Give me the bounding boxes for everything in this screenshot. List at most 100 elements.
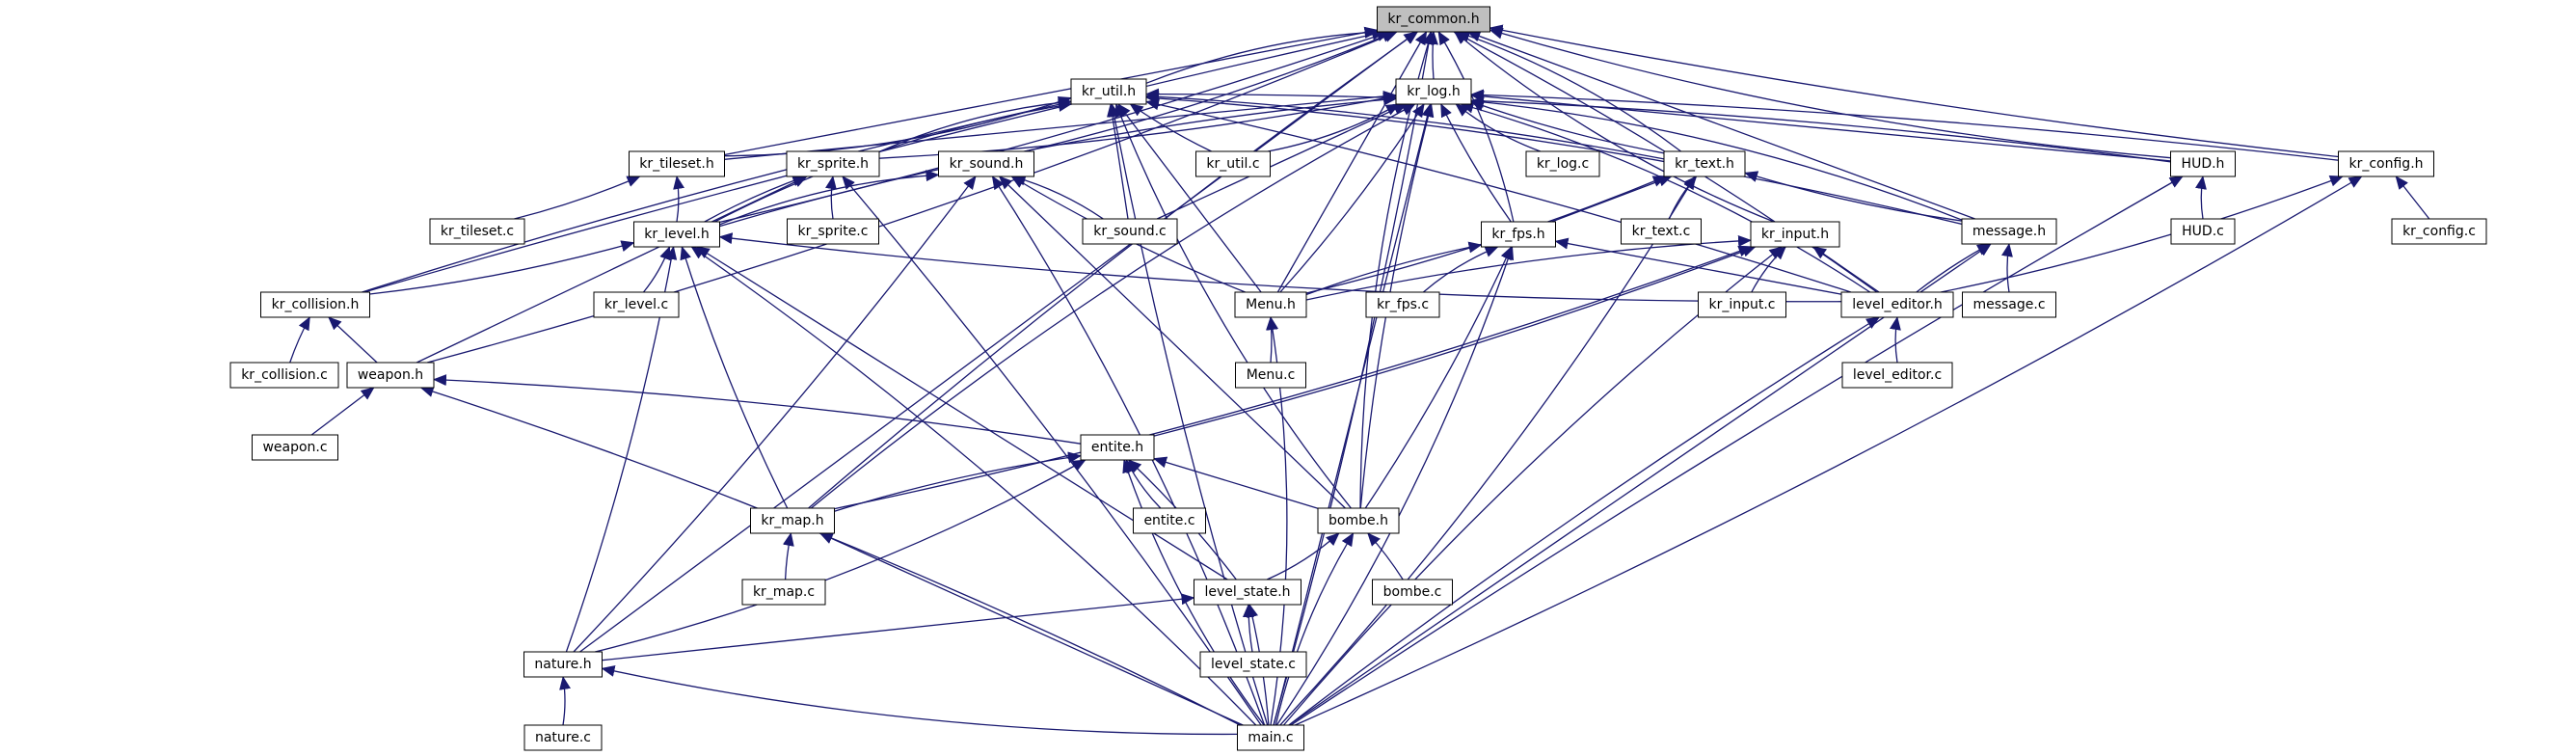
edge-entite-h-to-weapon-h	[433, 374, 1082, 445]
node-kr-input-h[interactable]: kr_input.h	[1750, 221, 1840, 248]
node-label: bombe.c	[1383, 584, 1442, 600]
edge-kr-util-h-to-kr-common-h	[1145, 26, 1379, 84]
node-box	[1237, 724, 1304, 751]
node-label: HUD.c	[2182, 224, 2224, 239]
node-hud-h[interactable]: HUD.h	[2170, 150, 2236, 177]
edge-main-c-to-kr-util-h	[1108, 103, 1269, 726]
node-label: kr_collision.c	[241, 367, 328, 383]
edge-kr-level-h-to-kr-log-h	[719, 94, 1397, 228]
node-kr-level-c[interactable]: kr_level.c	[593, 291, 680, 318]
node-kr-input-c[interactable]: kr_input.c	[1698, 291, 1786, 318]
node-box	[1235, 362, 1306, 389]
nodes-layer: kr_common.h kr_util.h kr_log.h kr_tileset.h…	[229, 6, 2487, 751]
node-entite-c[interactable]: entite.c	[1133, 507, 1206, 534]
node-kr-map-c[interactable]: kr_map.c	[741, 579, 826, 606]
node-box	[1962, 291, 2056, 318]
node-box	[1199, 651, 1307, 678]
node-kr-map-h[interactable]: kr_map.h	[750, 507, 835, 534]
node-kr-level-h[interactable]: kr_level.h	[633, 221, 720, 248]
node-box	[593, 291, 680, 318]
edge-nature-h-to-level-state-h	[602, 593, 1195, 662]
node-kr-sound-h[interactable]: kr_sound.h	[938, 150, 1034, 177]
node-kr-fps-c[interactable]: kr_fps.c	[1365, 291, 1440, 318]
node-box	[1377, 6, 1490, 33]
edge-kr-util-c-to-kr-log-h	[1267, 103, 1400, 152]
node-kr-util-c[interactable]: kr_util.c	[1195, 150, 1271, 177]
edge-kr-level-h-to-kr-sound-h	[719, 170, 940, 226]
node-kr-tileset-h[interactable]: kr_tileset.h	[629, 150, 725, 177]
edge-kr-config-h-to-kr-common-h	[1489, 24, 2339, 158]
edge-level-editor-h-to-kr-log-h	[1460, 101, 1871, 293]
edge-kr-fps-h-to-kr-common-h	[1437, 31, 1515, 223]
node-message-h[interactable]: message.h	[1961, 218, 2057, 245]
node-nature-h[interactable]: nature.h	[523, 651, 603, 678]
node-label: nature.h	[534, 657, 591, 672]
node-level-editor-h[interactable]: level_editor.h	[1840, 291, 1954, 318]
node-main-c[interactable]: main.c	[1237, 724, 1304, 751]
node-label: entite.h	[1091, 440, 1143, 455]
edge-kr-map-c-to-kr-map-h	[782, 532, 794, 580]
node-kr-tileset-c[interactable]: kr_tileset.c	[429, 218, 525, 245]
node-bombe-h[interactable]: bombe.h	[1317, 507, 1400, 534]
node-weapon-h[interactable]: weapon.h	[346, 362, 435, 389]
node-box	[1317, 507, 1400, 534]
node-label: kr_level.h	[644, 227, 709, 242]
node-box	[633, 221, 720, 248]
edge-bombe-h-to-kr-sound-h	[998, 176, 1346, 509]
node-level-state-h[interactable]: level_state.h	[1194, 579, 1301, 606]
node-label: kr_level.c	[604, 297, 668, 312]
node-weapon-c[interactable]: weapon.c	[252, 434, 338, 461]
node-kr-collision-c[interactable]: kr_collision.c	[229, 362, 339, 389]
node-kr-config-h[interactable]: kr_config.h	[2338, 150, 2434, 177]
node-message-c[interactable]: message.c	[1962, 291, 2056, 318]
edge-kr-map-h-to-entite-h	[834, 451, 1082, 512]
node-kr-collision-h[interactable]: kr_collision.h	[260, 291, 370, 318]
node-nature-c[interactable]: nature.c	[523, 724, 603, 751]
node-label: HUD.h	[2182, 156, 2225, 172]
node-kr-log-c[interactable]: kr_log.c	[1525, 150, 1600, 177]
node-kr-sound-c[interactable]: kr_sound.c	[1082, 218, 1178, 245]
edge-kr-fps-h-to-kr-text-h	[1551, 175, 1673, 223]
node-label: weapon.h	[358, 367, 423, 383]
node-box	[2391, 218, 2487, 245]
node-kr-sprite-c[interactable]: kr_sprite.c	[787, 218, 879, 245]
node-label: bombe.h	[1328, 513, 1388, 528]
node-menu-c[interactable]: Menu.c	[1235, 362, 1306, 389]
node-box	[1395, 78, 1472, 105]
edge-level-editor-h-to-kr-level-h	[718, 232, 1842, 303]
node-level-editor-c[interactable]: level_editor.c	[1841, 362, 1953, 389]
node-kr-fps-h[interactable]: kr_fps.h	[1481, 221, 1556, 248]
edge-main-c-to-kr-map-h	[818, 532, 1244, 726]
edge-message-h-to-kr-text-h	[1744, 171, 1963, 222]
node-kr-config-c[interactable]: kr_config.c	[2391, 218, 2487, 245]
edge-menu-h-to-kr-util-h	[1117, 103, 1262, 293]
node-kr-common-h[interactable]: kr_common.h	[1377, 6, 1490, 33]
node-kr-log-h[interactable]: kr_log.h	[1395, 78, 1472, 105]
node-kr-sprite-h[interactable]: kr_sprite.h	[786, 150, 880, 177]
node-kr-text-c[interactable]: kr_text.c	[1621, 218, 1702, 245]
edges-layer	[289, 24, 2430, 736]
edge-menu-h-to-kr-fps-h	[1305, 241, 1483, 296]
edge-message-h-to-kr-log-h	[1470, 95, 1963, 221]
edge-menu-h-to-kr-common-h	[1276, 31, 1428, 293]
node-level-state-c[interactable]: level_state.c	[1199, 651, 1307, 678]
edge-kr-text-h-to-kr-log-h	[1470, 100, 1665, 154]
edge-hud-c-to-hud-h	[2195, 176, 2207, 220]
edge-kr-tileset-c-to-kr-tileset-h	[514, 176, 641, 220]
edge-menu-h-to-kr-log-h	[1279, 103, 1425, 293]
node-kr-util-h[interactable]: kr_util.h	[1070, 78, 1147, 105]
edge-level-editor-h-to-kr-config-h	[1940, 175, 2344, 293]
node-kr-text-h[interactable]: kr_text.h	[1663, 150, 1746, 177]
node-hud-c[interactable]: HUD.c	[2170, 218, 2236, 245]
node-label: level_editor.h	[1852, 297, 1943, 312]
node-box	[346, 362, 435, 389]
edge-hud-h-to-kr-log-h	[1470, 90, 2171, 162]
node-bombe-c[interactable]: bombe.c	[1372, 579, 1453, 606]
node-entite-h[interactable]: entite.h	[1080, 434, 1155, 461]
node-label: kr_map.h	[761, 513, 823, 528]
edge-main-c-to-kr-log-h	[1273, 103, 1434, 726]
edge-kr-level-h-to-kr-sprite-h	[704, 175, 807, 223]
node-label: kr_util.h	[1082, 84, 1136, 99]
node-menu-h[interactable]: Menu.h	[1234, 291, 1307, 318]
